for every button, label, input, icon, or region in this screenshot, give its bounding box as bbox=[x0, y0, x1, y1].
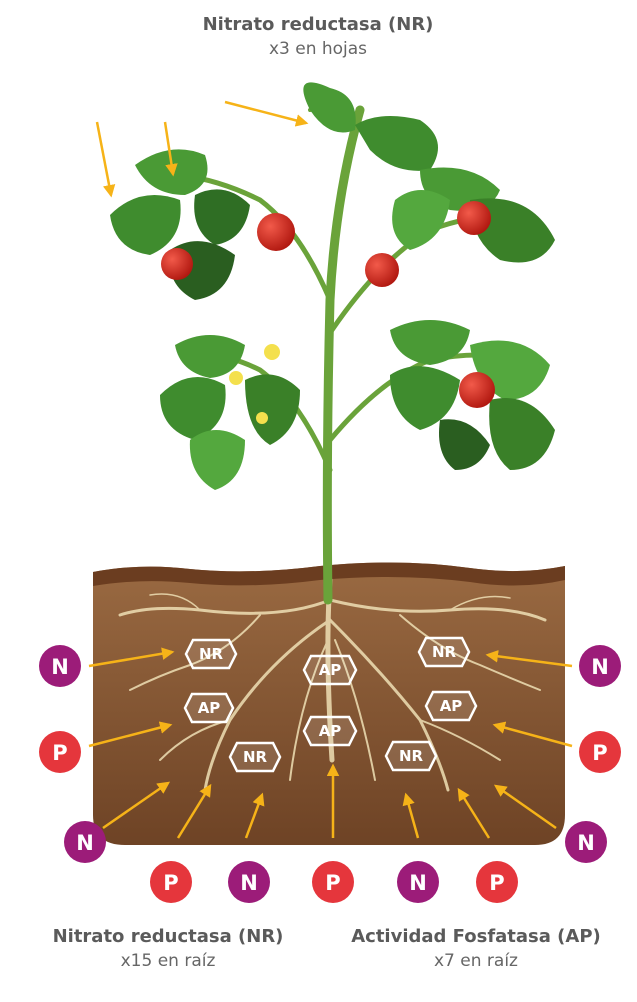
n-label: N bbox=[409, 871, 427, 895]
bottom-left-caption-subtitle: x15 en raíz bbox=[38, 951, 298, 971]
top-caption-subtitle: x3 en hojas bbox=[118, 39, 518, 59]
n-label: N bbox=[577, 831, 595, 855]
tomato bbox=[365, 253, 399, 287]
n-label: N bbox=[76, 831, 94, 855]
p-label: P bbox=[592, 741, 607, 765]
leaf bbox=[303, 82, 355, 132]
flower bbox=[264, 344, 280, 360]
leaf bbox=[392, 190, 450, 250]
n-label: N bbox=[240, 871, 258, 895]
tomato bbox=[459, 372, 495, 408]
arrow bbox=[225, 102, 306, 123]
top-caption: Nitrato reductasa (NR) x3 en hojas bbox=[118, 14, 518, 59]
ap-badge-label: AP bbox=[440, 697, 463, 715]
flower bbox=[229, 371, 243, 385]
ap-badge-label: AP bbox=[198, 699, 221, 717]
leaf bbox=[489, 398, 555, 470]
flower bbox=[256, 412, 268, 424]
ap-badge-label: AP bbox=[319, 661, 342, 679]
ap-badge-label: AP bbox=[319, 722, 342, 740]
leaf bbox=[245, 374, 300, 445]
leaf bbox=[194, 189, 250, 245]
leaf bbox=[355, 116, 438, 171]
bottom-right-caption-title: Actividad Fosfatasa (AP) bbox=[326, 926, 626, 947]
leaf bbox=[439, 419, 490, 470]
tomato bbox=[457, 201, 491, 235]
top-caption-title: Nitrato reductasa (NR) bbox=[118, 14, 518, 35]
n-label: N bbox=[51, 655, 69, 679]
bottom-left-caption: Nitrato reductasa (NR) x15 en raíz bbox=[38, 926, 298, 971]
tomato bbox=[161, 248, 193, 280]
arrow bbox=[97, 122, 111, 195]
p-label: P bbox=[163, 871, 178, 895]
leaf bbox=[110, 195, 181, 255]
p-label: P bbox=[325, 871, 340, 895]
nr-badge-label: NR bbox=[243, 748, 268, 766]
bottom-right-caption: Actividad Fosfatasa (AP) x7 en raíz bbox=[326, 926, 626, 971]
bottom-left-caption-title: Nitrato reductasa (NR) bbox=[38, 926, 298, 947]
nr-badge-label: NR bbox=[432, 643, 457, 661]
n-label: N bbox=[591, 655, 609, 679]
p-label: P bbox=[489, 871, 504, 895]
leaf bbox=[190, 430, 245, 490]
p-label: P bbox=[52, 741, 67, 765]
nr-badge-label: NR bbox=[399, 747, 424, 765]
nr-badge-label: NR bbox=[199, 645, 224, 663]
tomato bbox=[257, 213, 295, 251]
bottom-right-caption-subtitle: x7 en raíz bbox=[326, 951, 626, 971]
